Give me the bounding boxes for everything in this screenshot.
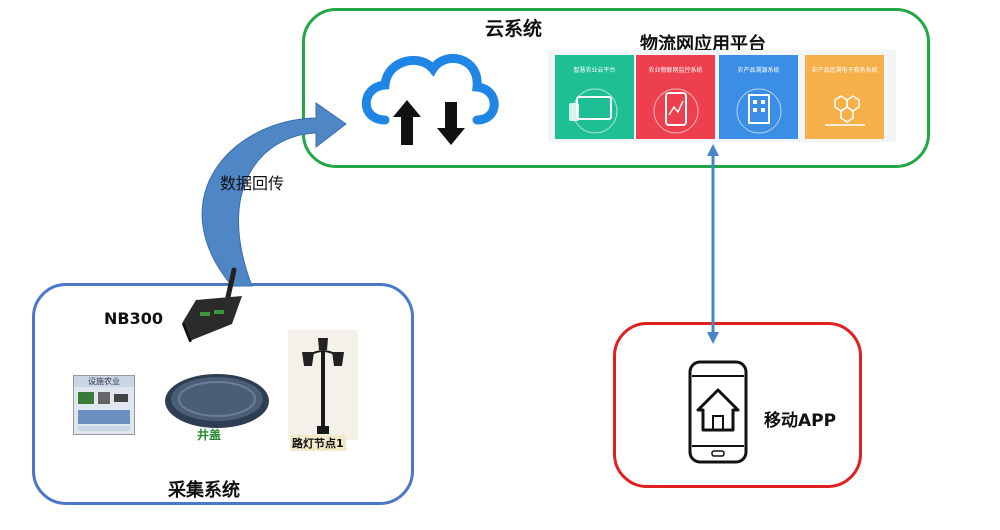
tile-label: 智慧农业云平台 (573, 67, 616, 74)
nb300-device-icon (182, 267, 242, 342)
data-return-arrow (201, 102, 347, 287)
collection-system-title: 采集系统 (168, 480, 240, 501)
cloud-system-frame (302, 8, 930, 168)
arrowhead-down (707, 332, 719, 344)
manhole-cover-icon (165, 374, 269, 428)
street-lamp-label: 路灯节点1 (290, 435, 346, 451)
street-lamp-icon (288, 330, 358, 440)
platform-tile-3: 农产品溯源系统 (719, 55, 798, 139)
screen-title: 设施农业 (74, 376, 134, 387)
building-icon (736, 88, 782, 134)
platform-title: 物流网应用平台 (640, 34, 766, 55)
tile-label: 农产品追溯电子商务系统 (811, 67, 878, 74)
well-cover-label: 井盖 (197, 428, 222, 442)
platform-tile-2: 农业物联网监控系统 (636, 55, 715, 139)
cloud-icon (361, 53, 499, 145)
screen-content (78, 392, 130, 431)
phone-chart-icon (653, 88, 699, 134)
upload-arrow-icon (393, 100, 421, 145)
platform-tile-4: 农产品追溯电子商务系统 (805, 55, 884, 139)
facility-screen-thumbnail: 设施农业 (73, 375, 135, 435)
arrowhead-up (707, 144, 719, 156)
mobile-phone-icon (688, 360, 748, 464)
platform-tile-1: 智慧农业云平台 (555, 55, 634, 139)
honeycomb-icon (825, 95, 865, 126)
cloud-system-title: 云系统 (485, 18, 543, 40)
gateway-label: NB300 (104, 309, 163, 328)
data-return-label: 数据回传 (220, 174, 285, 193)
mobile-app-title: 移动APP (764, 411, 837, 431)
tile-label: 农业物联网监控系统 (648, 67, 703, 74)
collection-system-frame (32, 283, 414, 505)
download-arrow-icon (437, 102, 465, 145)
tile-label: 农产品溯源系统 (737, 67, 780, 74)
mobile-app-frame (613, 322, 862, 488)
monitor-icon (569, 88, 618, 134)
